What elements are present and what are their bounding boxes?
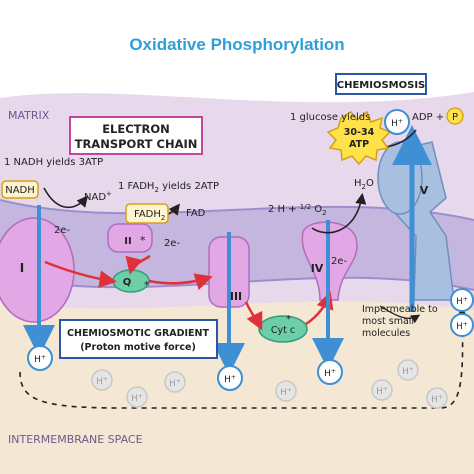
cytc-label: Cyt c [271,325,295,336]
electron-label-iv: 2e- [331,256,348,267]
proton-label-faded: H+ [280,387,291,398]
matrix-label: MATRIX [8,109,50,122]
etc-title-line2: TRANSPORT CHAIN [75,137,198,151]
etc-title-line1: ELECTRON [102,122,170,136]
nad-label: NAD+ [84,190,112,203]
atp-yield-line1: 30-34 [344,127,375,138]
proton-ion-faded [126,386,148,408]
phosphate-label: P [452,112,458,123]
atp-yield-line2: ATP [349,139,369,150]
proton-label-faded: H+ [169,378,180,389]
gradient-title-line1: CHEMIOSMOTIC GRADIENT [67,328,209,339]
proton-ion-faded [164,371,186,393]
proton-ion-faded [91,369,113,391]
proton-ion-faded [426,387,448,409]
proton-ion-faded [371,379,393,401]
electron-label-ii: 2e- [164,238,181,249]
electron-path-ii-to-q [125,254,151,275]
complex-iv-label: IV [311,262,324,275]
star-mark: * [144,280,149,291]
atp-starburst [326,110,392,166]
glucose-yield-text: 1 glucose yields [290,112,370,123]
proton-label: H+ [34,354,46,365]
nadh-box [1,180,39,199]
oxygen-equation: 2 H + 1/2 O2 [268,203,327,217]
chemiosmosis-box [335,73,427,95]
star-mark: * [140,234,146,247]
complex-i-label: I [20,261,24,275]
proton-ion-faded [397,359,419,381]
proton-ion [450,288,474,312]
proton-ion [27,345,53,371]
proton-ion-faded [275,380,297,402]
electron-path-i-to-q [44,260,117,288]
adp-label: ADP + [412,112,444,123]
proton-label-faded: H+ [376,386,387,397]
fadh2-label: FADH2 [134,209,165,222]
phosphate-badge [446,107,464,125]
proton-label: H+ [224,374,236,385]
impermeable-pointer [379,305,421,324]
proton-return-dashed-path [19,306,468,409]
complex-ii-label: II [124,236,131,247]
nadh-to-nad-arrow [43,187,89,209]
water-label: H2O [354,178,374,191]
nadh-label: NADH [5,185,35,196]
impermeable-note-1: Impermeable to [362,304,438,315]
atp-synthase-head [377,141,423,215]
proton-ion [217,365,243,391]
chemiosmosis-title: CHEMIOSMOSIS [337,80,426,91]
proton-label-faded: H+ [431,394,442,405]
star-mark: * [286,314,291,325]
proton-label: H+ [324,368,336,379]
nadh-yield-text: 1 NADH yields 3ATP [4,157,103,168]
electron-path-q-to-iii [148,273,213,291]
proton-label: H+ [391,118,403,129]
gradient-box [59,319,218,359]
proton-ion [450,313,474,337]
fadh2-yield-text: 1 FADH2 yields 2ATP [118,181,219,194]
oxygen-to-water-arrow [311,192,367,234]
electron-label-i: 2e- [54,225,71,236]
q-label: Q [123,277,132,288]
page-title: Oxidative Phosphorylation [129,35,344,54]
proton-ions-background [91,359,448,409]
proton-label-faded: H+ [402,366,413,377]
proton-ion-matrix [384,109,410,135]
impermeable-note-3: molecules [362,328,410,339]
proton-label-faded: H+ [96,376,107,387]
proton-label: H+ [456,296,467,307]
intermembrane-label: INTERMEMBRANE SPACE [8,433,143,446]
proton-ions-pumped [27,109,474,391]
proton-ion [317,359,343,385]
complex-ii [107,223,153,253]
impermeable-note-2: most small [362,316,414,327]
electron-path-iii-to-cytc [244,301,263,331]
proton-label-faded: H+ [131,393,142,404]
complex-i [0,217,75,323]
gradient-title-line2: (Proton motive force) [80,342,196,353]
fad-label: FAD [186,208,206,219]
proton-label: H+ [456,321,467,332]
complex-v-label: V [420,184,429,197]
etc-box [69,116,203,155]
complex-iii-label: III [230,290,242,303]
fadh2-box [125,203,169,224]
proton-labels: H+ H+ H+ H+ H+ H+ H+ H+ H+ H+ H+ H+ H+ [34,118,468,405]
